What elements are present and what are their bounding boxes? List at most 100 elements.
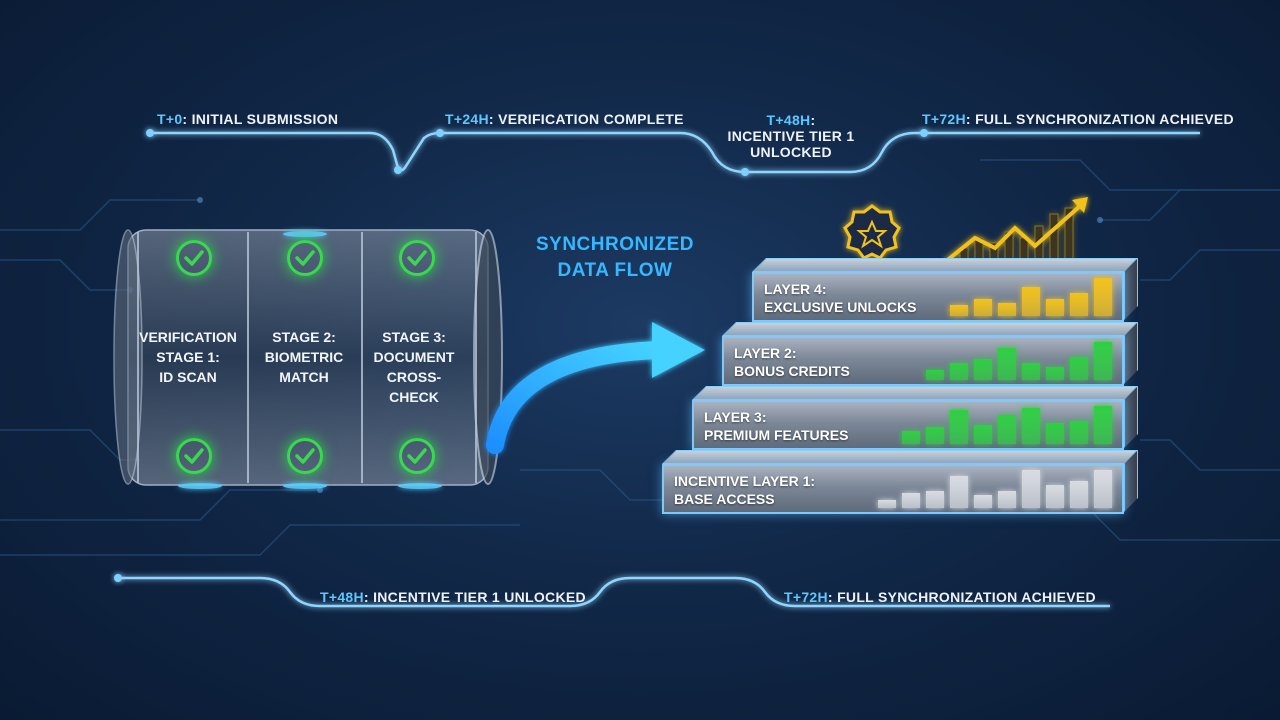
star-badge-icon: [843, 204, 901, 260]
layer-bar: [998, 415, 1016, 444]
incentive-layer-1: LAYER 4:EXCLUSIVE UNLOCKS: [752, 272, 1124, 322]
layer-label: LAYER 4:EXCLUSIVE UNLOCKS: [764, 280, 916, 316]
flow-title-line2: DATA FLOW: [557, 260, 673, 281]
layer-top-face: [662, 450, 1138, 464]
check-circle-icon: [287, 438, 323, 474]
layer-bar: [1070, 421, 1088, 444]
layer-label-line2: EXCLUSIVE UNLOCKS: [764, 299, 917, 315]
layer-bar: [1022, 408, 1040, 444]
stage-2-line1: STAGE 2:: [272, 329, 336, 345]
layer-bar: [1070, 293, 1088, 316]
timeline-top-label-1: T+0: INITIAL SUBMISSION: [157, 111, 338, 127]
layer-label-line1: LAYER 2:: [734, 345, 797, 361]
timeline-top-text-4: : FULL SYNCHRONIZATION ACHIEVED: [965, 111, 1234, 127]
time-t48: T+48H: [766, 112, 811, 128]
layer-bar: [974, 495, 992, 508]
timeline-top-label-2: T+24H: VERIFICATION COMPLETE: [445, 111, 684, 127]
timeline-top-colon: :: [810, 112, 816, 128]
layer-bar: [878, 500, 896, 508]
stage-3-line2: DOCUMENT: [373, 349, 455, 365]
timeline-top-text-2: : VERIFICATION COMPLETE: [488, 111, 684, 127]
layer-bar: [1094, 470, 1112, 508]
layer-bar: [1070, 481, 1088, 508]
layer-bar: [1022, 363, 1040, 380]
layer-bar: [974, 359, 992, 380]
time-bottom-t72: T+72H: [784, 589, 828, 605]
layer-top-face: [722, 322, 1138, 336]
layer-bar: [1046, 367, 1064, 380]
layer-bar: [1022, 470, 1040, 508]
incentive-layer-4: INCENTIVE LAYER 1: BASE ACCESS: [662, 464, 1124, 514]
layer-bar: [1070, 357, 1088, 380]
layer-bar: [1046, 299, 1064, 316]
stage-2-line2: BIOMETRIC: [264, 349, 344, 365]
stage-2-line3: MATCH: [279, 369, 329, 385]
layer-bar: [950, 410, 968, 444]
layer-bar: [974, 299, 992, 316]
timeline-top-text-3b: UNLOCKED: [750, 144, 832, 160]
time-t72: T+72H: [922, 111, 966, 127]
timeline-top-text-1: : INITIAL SUBMISSION: [182, 111, 339, 127]
layer-top-face: [752, 258, 1138, 272]
incentive-layer-3: LAYER 3: PREMIUM FEATURES: [692, 400, 1124, 450]
stage-3-text: STAGE 3: DOCUMENT CROSS-CHECK: [362, 327, 466, 407]
layer-label-line1: INCENTIVE LAYER 1:: [674, 473, 816, 489]
layer-label-line2: PREMIUM FEATURES: [704, 427, 849, 443]
layer-label-line2: BASE ACCESS: [674, 491, 775, 507]
layer-bar-chart: [926, 342, 1112, 380]
time-t24: T+24H: [445, 111, 489, 127]
flow-title: SYNCHRONIZED DATA FLOW: [520, 232, 710, 284]
layer-bar: [1046, 423, 1064, 444]
layer-bar: [902, 431, 920, 444]
layer-bar: [998, 303, 1016, 316]
stage-1-line2: STAGE 1:: [156, 349, 220, 365]
layer-bar: [1094, 406, 1112, 444]
stage-1-line1: VERIFICATION: [139, 329, 237, 345]
stage-3-line3: CROSS-CHECK: [386, 369, 442, 405]
layer-bar: [902, 493, 920, 508]
stage-2-text: STAGE 2: BIOMETRIC MATCH: [252, 327, 356, 387]
layer-bar: [1094, 278, 1112, 316]
time-t0: T+0: [157, 111, 183, 127]
layer-top-face: [692, 386, 1138, 400]
layer-bar: [950, 476, 968, 508]
flow-title-line1: SYNCHRONIZED: [535, 234, 694, 255]
layer-bar-chart: [902, 406, 1112, 444]
flow-arrow-icon: [486, 322, 705, 454]
layer-bar: [998, 348, 1016, 380]
check-circle-icon: [399, 438, 435, 474]
check-circle-icon: [399, 240, 435, 276]
layer-bar: [926, 370, 944, 380]
timeline-bottom-label-1: T+48H: INCENTIVE TIER 1 UNLOCKED: [320, 589, 586, 605]
layer-bar: [950, 305, 968, 316]
check-circle-icon: [176, 438, 212, 474]
layer-label-line2: BONUS CREDITS: [734, 363, 850, 379]
layer-label: LAYER 2: BONUS CREDITS: [734, 344, 850, 380]
layer-bar: [926, 491, 944, 508]
stage-1-line3: ID SCAN: [159, 369, 217, 385]
layer-bar: [1022, 287, 1040, 316]
timeline-bottom-text-1: : INCENTIVE TIER 1 UNLOCKED: [363, 589, 586, 605]
layer-bar: [998, 491, 1016, 508]
time-bottom-t48: T+48H: [320, 589, 364, 605]
layer-bar-chart: [878, 470, 1112, 508]
stage-3-line1: STAGE 3:: [382, 329, 446, 345]
layer-label-line1: LAYER 3:: [704, 409, 767, 425]
timeline-top-label-4: T+72H: FULL SYNCHRONIZATION ACHIEVED: [922, 111, 1234, 127]
incentive-layer-2: LAYER 2: BONUS CREDITS: [722, 336, 1124, 386]
timeline-bottom-text-2: : FULL SYNCHRONIZATION ACHIEVED: [827, 589, 1096, 605]
layer-bar: [950, 363, 968, 380]
stage-1-text: VERIFICATION STAGE 1: ID SCAN: [136, 327, 240, 387]
check-circle-icon: [176, 240, 212, 276]
layer-bar: [1046, 485, 1064, 508]
timeline-top-label-3: T+48H: INCENTIVE TIER 1 UNLOCKED: [718, 112, 864, 160]
trend-arrow-icon: [943, 197, 1088, 267]
layer-bar: [1094, 342, 1112, 380]
layer-bar-chart: [950, 278, 1112, 316]
check-circle-icon: [287, 240, 323, 276]
layer-bar: [974, 425, 992, 444]
timeline-bottom-label-2: T+72H: FULL SYNCHRONIZATION ACHIEVED: [784, 589, 1096, 605]
timeline-top-text-3a: INCENTIVE TIER 1: [727, 128, 855, 144]
layer-label: INCENTIVE LAYER 1: BASE ACCESS: [674, 472, 815, 508]
